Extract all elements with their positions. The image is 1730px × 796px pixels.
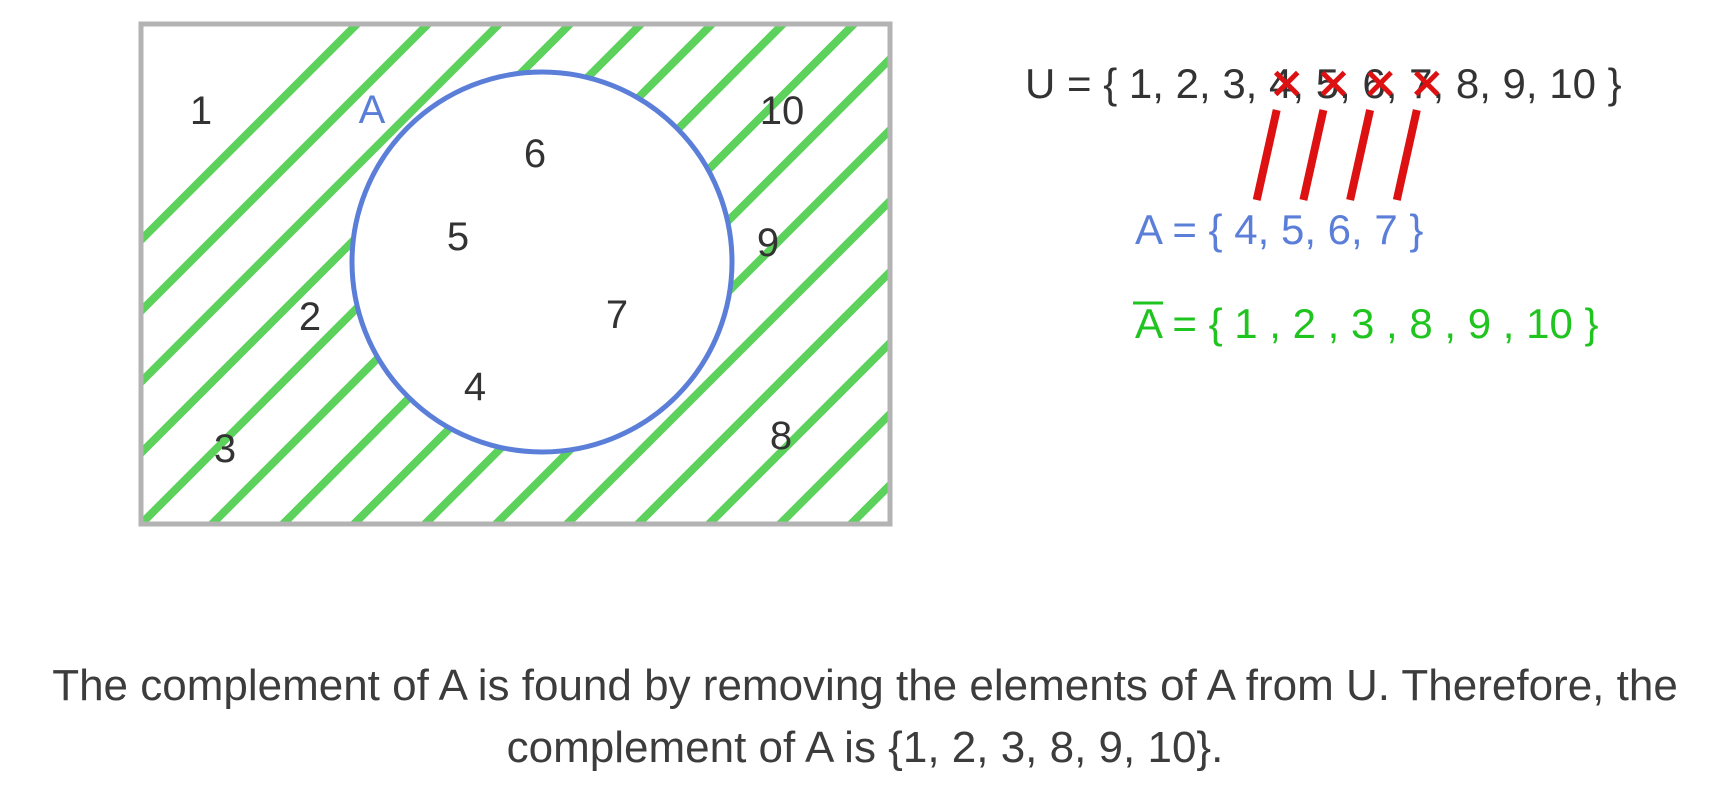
separator: , <box>1292 60 1315 107</box>
venn-number: 3 <box>214 427 236 471</box>
universal-set-element: 9 <box>1503 60 1526 107</box>
complement-hatching <box>141 24 890 524</box>
venn-number: 2 <box>299 295 321 339</box>
hatch-line <box>561 195 890 524</box>
hatch-line <box>774 408 890 524</box>
cross-mark <box>1367 70 1393 97</box>
separator <box>1596 60 1608 107</box>
complement-symbol: A <box>1135 300 1163 347</box>
venn-number: 8 <box>770 414 792 458</box>
separator: , <box>1386 60 1409 107</box>
universal-set-element: 7 <box>1409 60 1432 107</box>
separator: , <box>1526 60 1549 107</box>
caption-line-2: complement of A is {1, 2, 3, 8, 9, 10}. <box>506 723 1224 772</box>
set-a-text: A = { 4, 5, 6, 7 } <box>1135 206 1423 253</box>
set-a-circle <box>349 69 735 455</box>
separator: , <box>1199 60 1222 107</box>
cross-mark <box>1273 70 1300 97</box>
universal-set-element: 8 <box>1456 60 1479 107</box>
set-a-label: A <box>359 88 386 132</box>
cross-mark <box>1320 70 1347 97</box>
separator: , <box>1246 60 1269 107</box>
venn-number: 10 <box>760 89 805 133</box>
universal-set-line: U = { 1, 2, 3, 4, 5, 6, 7, 8, 9, 10 } <box>1025 60 1622 107</box>
universal-set-element: 6 <box>1362 60 1385 107</box>
set-a-line: A = { 4, 5, 6, 7 } <box>1135 206 1423 253</box>
hatch-line <box>490 124 890 524</box>
removal-stroke <box>1299 109 1328 201</box>
explanation-caption: The complement of A is found by removing… <box>0 655 1730 779</box>
crossed-out-marks <box>1273 70 1440 97</box>
universal-set-rectangle <box>138 21 893 527</box>
venn-number: 4 <box>464 365 486 409</box>
complement-elements: = { 1 , 2 , 3 , 8 , 9 , 10 } <box>1161 300 1599 347</box>
venn-number: 5 <box>447 215 469 259</box>
hatch-line <box>277 24 789 524</box>
removal-strokes <box>1252 109 1421 201</box>
universal-set-element: 10 <box>1549 60 1596 107</box>
hatch-line <box>632 266 890 524</box>
universal-set-suffix: } <box>1608 60 1622 107</box>
caption-line-1: The complement of A is found by removing… <box>52 661 1678 710</box>
cross-mark <box>1414 70 1440 97</box>
universal-set-prefix: U = { <box>1025 60 1129 107</box>
hatch-line <box>141 24 434 317</box>
complement-set-line: A = { 1 , 2 , 3 , 8 , 9 , 10 } <box>1135 300 1599 347</box>
hatch-line <box>206 24 718 524</box>
venn-number: 9 <box>757 221 779 265</box>
hatch-line <box>348 24 860 524</box>
removal-stroke <box>1252 109 1281 201</box>
separator: , <box>1339 60 1362 107</box>
venn-number: 6 <box>524 132 546 176</box>
hatch-line <box>141 24 576 459</box>
separator: , <box>1432 60 1455 107</box>
universal-set-element: 1 <box>1129 60 1152 107</box>
separator: , <box>1152 60 1175 107</box>
hatch-line <box>141 24 505 388</box>
separator: , <box>1479 60 1502 107</box>
universal-set-element: 3 <box>1222 60 1245 107</box>
removal-stroke <box>1346 109 1375 201</box>
hatch-line <box>703 337 890 524</box>
venn-number: 1 <box>190 89 212 133</box>
universal-set-element: 5 <box>1316 60 1339 107</box>
hatch-line <box>141 24 647 524</box>
universal-set-element: 4 <box>1269 60 1292 107</box>
hatch-line <box>141 24 363 246</box>
universal-set-element: 2 <box>1176 60 1199 107</box>
venn-number: 7 <box>606 293 628 337</box>
removal-stroke <box>1392 109 1421 201</box>
